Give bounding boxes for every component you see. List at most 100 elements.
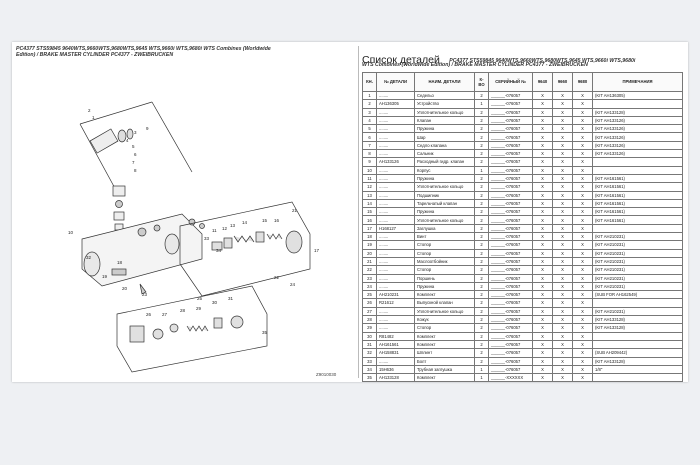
part-number[interactable]: AH158831 [376, 348, 415, 358]
model-9640-flag: X [532, 290, 553, 300]
part-number[interactable]: ........ [376, 248, 415, 258]
part-number[interactable]: ........ [376, 215, 415, 225]
part-number[interactable]: ........ [376, 182, 415, 192]
part-number[interactable]: ........ [376, 232, 415, 242]
remarks: (KIT AH161561) [592, 190, 683, 200]
part-number[interactable]: R21612 [376, 298, 415, 308]
callout-number: 22 [274, 275, 280, 280]
part-number[interactable]: ........ [376, 314, 415, 325]
part-number[interactable]: AH133126 [376, 157, 415, 167]
model-9640-flag: X [532, 348, 553, 358]
part-name: Комплект [414, 331, 475, 341]
part-name: Расходный гидр. клапан [414, 157, 475, 167]
model-9640-flag: X [532, 173, 553, 184]
serial-number: ______-076057 [488, 281, 533, 292]
part-number[interactable]: H168127 [376, 223, 415, 234]
quantity: 1 [474, 99, 489, 109]
serial-number: ______-076057 [488, 140, 533, 151]
part-number[interactable]: ........ [376, 190, 415, 200]
part-number[interactable]: ........ [376, 124, 415, 134]
part-number[interactable]: ........ [376, 115, 415, 126]
part-number[interactable]: ........ [376, 173, 415, 184]
part-number[interactable]: ........ [376, 281, 415, 292]
part-number[interactable]: ........ [376, 240, 415, 250]
part-number[interactable]: ........ [376, 198, 415, 209]
item-number: 23 [362, 273, 377, 283]
part-number[interactable]: AH210231 [376, 290, 415, 300]
part-name: Уплотнительное кольцо [414, 306, 475, 317]
part-number[interactable]: AH133128 [376, 373, 415, 383]
part-number[interactable]: ........ [376, 256, 415, 267]
part-number[interactable]: ........ [376, 306, 415, 317]
part-number[interactable]: ........ [376, 107, 415, 117]
part-number[interactable]: ........ [376, 323, 415, 333]
part-number[interactable]: ........ [376, 165, 415, 175]
part-number[interactable]: ........ [376, 273, 415, 283]
callout-number: 17 [314, 248, 320, 253]
part-number[interactable]: ........ [376, 140, 415, 151]
part-number[interactable]: AH161561 [376, 339, 415, 350]
model-9680-flag: X [572, 306, 593, 317]
part-number[interactable]: 15H636 [376, 364, 415, 375]
part-number[interactable]: ........ [376, 265, 415, 275]
part-number[interactable]: ........ [376, 132, 415, 142]
part-name: Поршень [414, 273, 475, 283]
quantity: 2 [474, 124, 489, 134]
callout-number: 9 [146, 126, 149, 131]
serial-number: ______-076057 [488, 273, 533, 283]
part-number[interactable]: ........ [376, 149, 415, 159]
part-name: Болт [414, 356, 475, 366]
serial-number: ______-076057 [488, 157, 533, 167]
quantity: 2 [474, 323, 489, 333]
part-number[interactable]: R81482 [376, 331, 415, 341]
item-number: 5 [362, 124, 377, 134]
part-number[interactable]: ........ [376, 207, 415, 217]
part-number[interactable]: ........ [376, 90, 415, 101]
quantity: 1 [474, 373, 489, 383]
part-number[interactable]: ........ [376, 356, 415, 366]
part-number[interactable]: AH136305 [376, 99, 415, 109]
model-9640-flag: X [532, 356, 553, 366]
model-9680-flag: X [572, 314, 593, 325]
item-number: 7 [362, 140, 377, 151]
item-number: 29 [362, 323, 377, 333]
serial-number: ______-076057 [488, 306, 533, 317]
remarks [592, 331, 683, 341]
item-number: 32 [362, 348, 377, 358]
